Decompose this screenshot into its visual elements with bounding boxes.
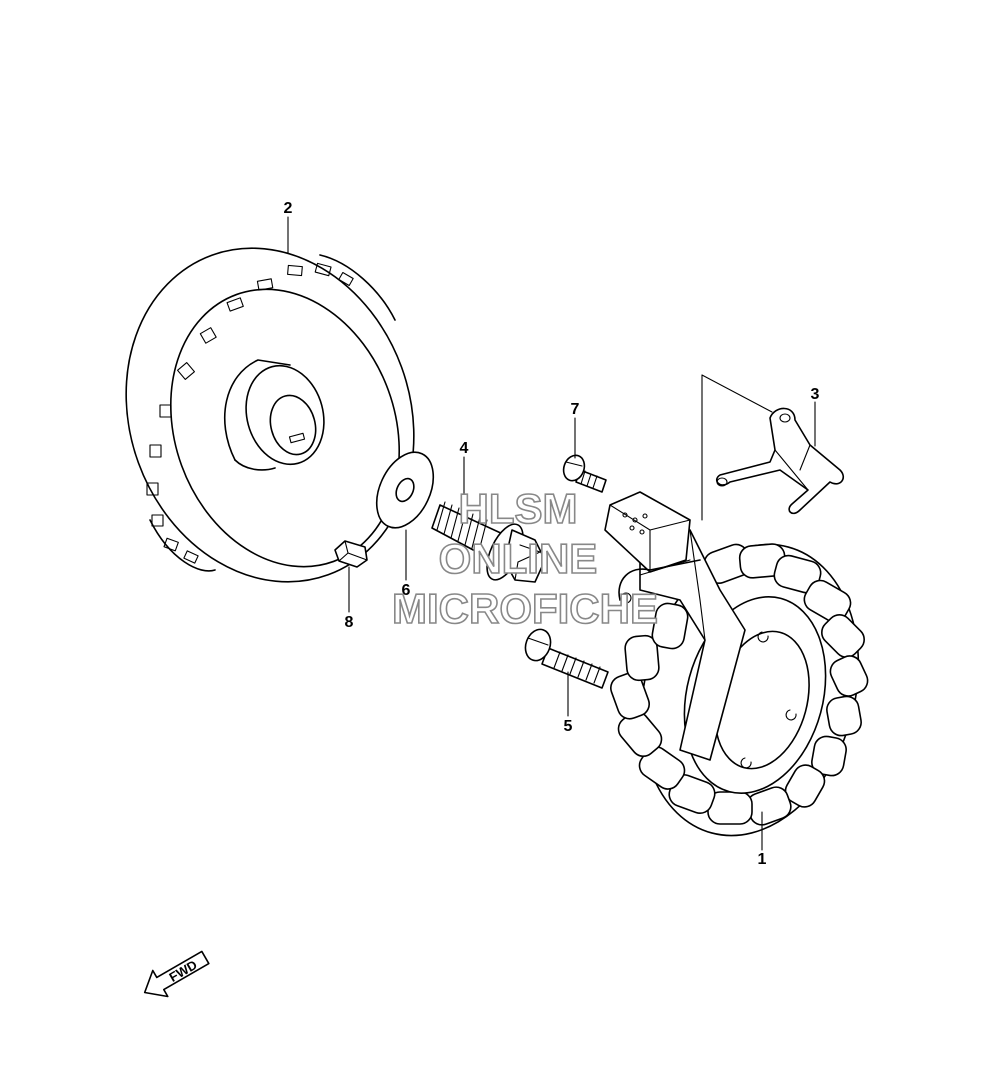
part-4-bolt[interactable] (431, 501, 546, 585)
callout-6: 6 (402, 582, 411, 599)
callout-2: 2 (284, 200, 293, 217)
part-6-washer[interactable] (365, 443, 444, 537)
rotor-slots (146, 262, 354, 564)
part-8-key[interactable] (334, 540, 368, 568)
callout-4: 4 (460, 440, 469, 457)
callout-8: 8 (345, 614, 354, 631)
rotor-hub (223, 359, 325, 471)
watermark-line-2: ONLINE (439, 535, 598, 582)
part-7-screw[interactable] (560, 452, 607, 493)
callout-7: 7 (571, 401, 580, 418)
part-2-rotor[interactable] (80, 207, 459, 622)
screw-threads (553, 651, 601, 684)
callout-3: 3 (811, 386, 820, 403)
watermark-line-1: HLSM (459, 485, 578, 532)
callout-1: 1 (758, 851, 767, 868)
callouts: 1 2 3 4 5 6 7 8 (284, 200, 820, 868)
watermark: HLSM ONLINE MICROFICHE (391, 484, 659, 633)
leader-lines (287, 216, 816, 851)
watermark-line-3: MICROFICHE (392, 585, 658, 632)
bolt-threads (436, 501, 488, 552)
arrow-fwd-icon: FWD (143, 950, 210, 998)
part-3-bracket[interactable] (715, 407, 845, 515)
callout-5: 5 (564, 718, 573, 735)
stator-poles (610, 543, 869, 826)
part-5-screw[interactable] (521, 626, 609, 689)
part-1-stator[interactable] (604, 491, 890, 860)
